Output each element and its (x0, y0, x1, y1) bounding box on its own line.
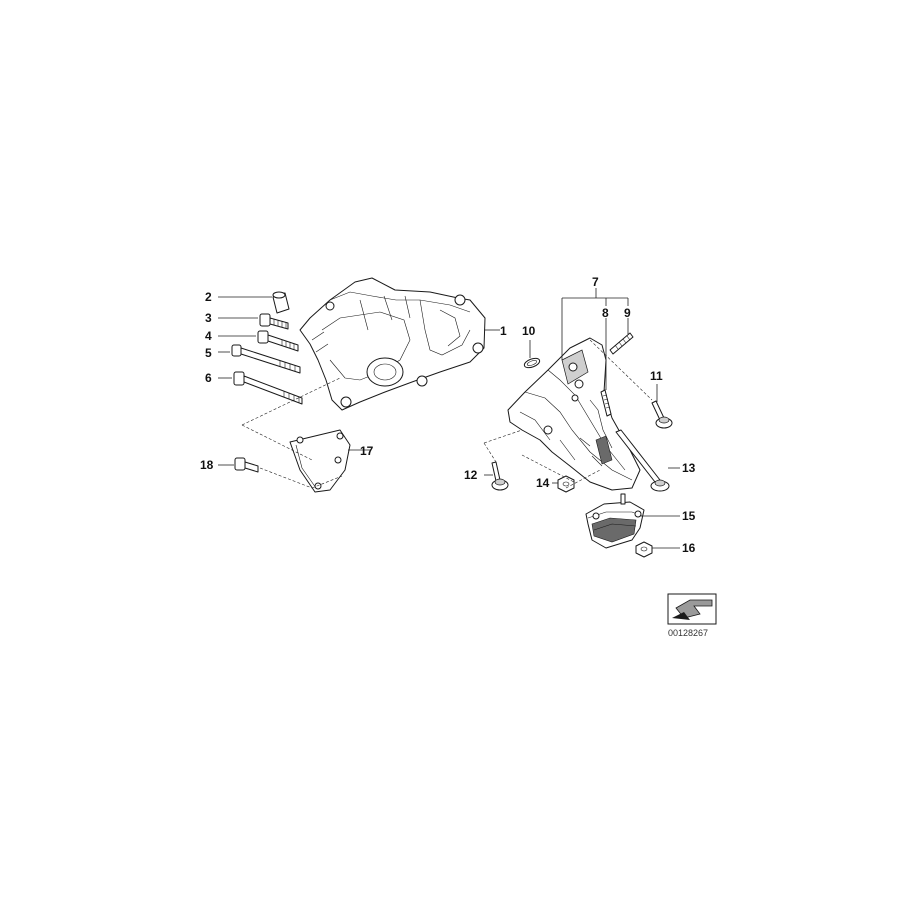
callout-6: 6 (205, 371, 212, 385)
bolt-18-part (234, 457, 259, 473)
direction-arrow-icon (667, 593, 717, 625)
bolt-13-part (615, 429, 670, 492)
bracket-plate-part (289, 429, 351, 493)
callout-labels: 1 2 3 4 5 6 7 8 9 10 11 12 13 14 15 16 1… (200, 275, 696, 555)
stud-9-part (609, 332, 634, 355)
bolt-3-part (259, 313, 289, 330)
nut-16-part (635, 541, 653, 558)
callout-2: 2 (205, 290, 212, 304)
callout-3: 3 (205, 311, 212, 325)
circlip-part (523, 357, 541, 369)
bolt-11-part (651, 400, 673, 429)
callout-18: 18 (200, 458, 214, 472)
callout-5: 5 (205, 346, 212, 360)
callout-17: 17 (360, 444, 374, 458)
callout-10: 10 (522, 324, 536, 338)
callout-7: 7 (592, 275, 599, 289)
bushing-part (272, 291, 290, 314)
callout-16: 16 (682, 541, 696, 555)
callout-4: 4 (205, 329, 212, 343)
callout-13: 13 (682, 461, 696, 475)
callout-11: 11 (650, 369, 663, 383)
bolt-12-part (491, 461, 509, 491)
engine-support-bracket-part (507, 337, 641, 491)
callout-1: 1 (500, 324, 507, 338)
catalog-number: 00128267 (668, 628, 708, 638)
engine-bracket-part (299, 277, 486, 411)
bolt-5-part (231, 344, 301, 374)
engine-mount-part (585, 493, 645, 549)
nut-14-part (557, 475, 575, 493)
callout-15: 15 (682, 509, 696, 523)
bolt-6-part (233, 371, 303, 405)
callout-12: 12 (464, 468, 478, 482)
stud-8-part (600, 389, 612, 417)
callout-8: 8 (602, 306, 609, 320)
leader-lines (218, 288, 680, 549)
callout-9: 9 (624, 306, 631, 320)
bolt-4-part (257, 330, 299, 352)
callout-14: 14 (536, 476, 550, 490)
